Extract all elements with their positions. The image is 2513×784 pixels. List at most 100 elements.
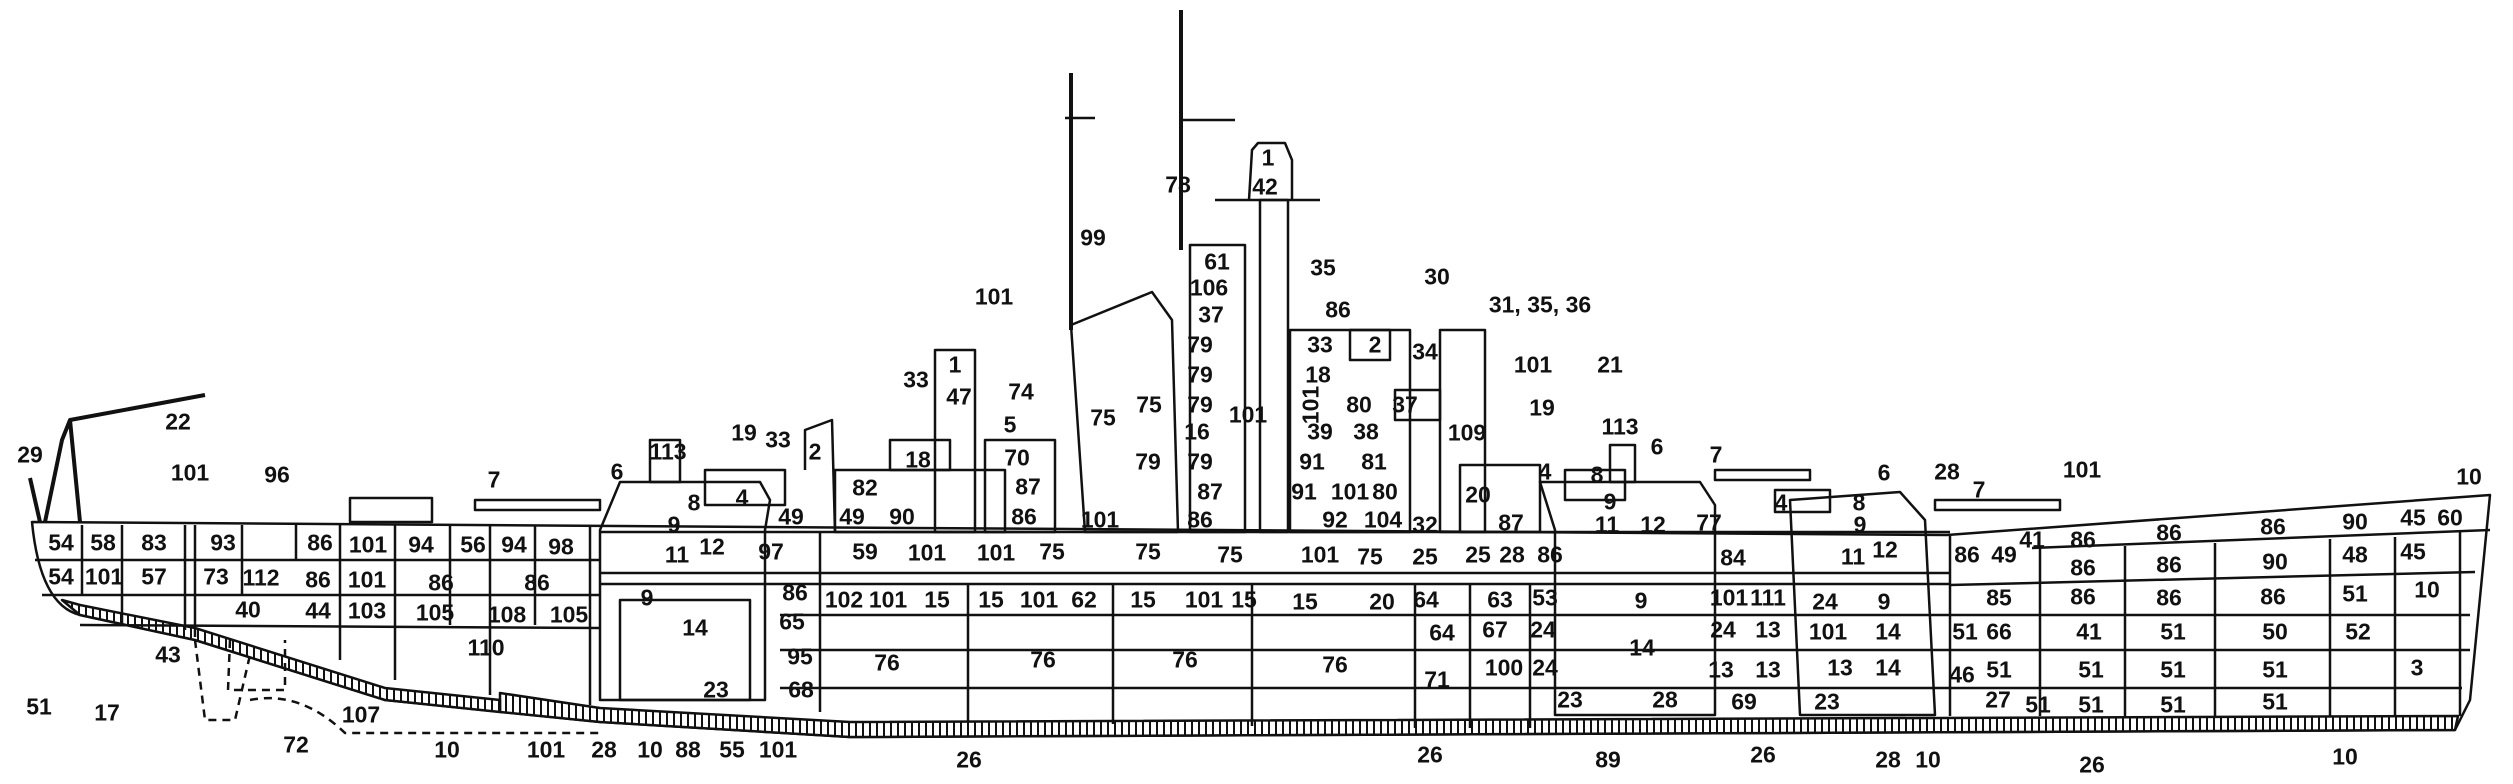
callout-label: 20 [1369, 588, 1395, 615]
callout-label: 99 [1080, 224, 1106, 251]
callout-label: 102 [824, 586, 864, 613]
callout-label: 13 [1708, 656, 1734, 683]
callout-label: 76 [1172, 646, 1198, 673]
gun-barrel [1713, 468, 1812, 482]
callout-label: 51 [2078, 656, 2104, 683]
callout-label: 89 [1595, 746, 1621, 773]
callout-label: 79 [1187, 361, 1213, 388]
callout-label: 83 [141, 529, 167, 556]
callout-label: 112 [242, 564, 280, 591]
callout-label: 41 [2076, 618, 2102, 645]
callout-label: 6 [1650, 433, 1664, 460]
callout-label: 78 [1165, 171, 1191, 198]
callout-label: 74 [1008, 378, 1034, 405]
callout-label: 101 [758, 736, 798, 763]
callout-label: 86 [2260, 583, 2286, 610]
callout-label: 49 [778, 503, 804, 530]
callout-label: 87 [1015, 473, 1041, 500]
callout-label: 85 [1986, 584, 2012, 611]
callout-label: 101 [1709, 584, 1749, 611]
callout-label: 24 [1710, 616, 1736, 643]
callout-label: 7 [1709, 441, 1723, 468]
callout-label: 90 [2262, 548, 2288, 575]
callout-label: 51 [2025, 691, 2051, 718]
callout-label: 24 [1812, 588, 1838, 615]
callout-label: 15 [1130, 586, 1156, 613]
callout-label: 79 [1187, 391, 1213, 418]
callout-label: 33 [1307, 331, 1333, 358]
callout-label: 68 [788, 676, 814, 703]
callout-label: 30 [1424, 263, 1450, 290]
callout-label: 29 [17, 441, 43, 468]
callout-label: 9 [1853, 511, 1867, 538]
callout-label: 24 [1532, 654, 1558, 681]
callout-label: 51 [2160, 691, 2186, 718]
callout-label: 86 [2070, 583, 2096, 610]
callout-label: 86 [428, 569, 454, 596]
callout-label: 101 [1019, 586, 1059, 613]
callout-label: 76 [1030, 646, 1056, 673]
callout-label: 101 [974, 283, 1014, 310]
stern-bottom-hatch [60, 598, 502, 714]
callout-label: 80 [1346, 391, 1372, 418]
callout-label: 86 [1537, 541, 1563, 568]
callout-label: 50 [2262, 618, 2288, 645]
callout-label: 86 [2070, 526, 2096, 553]
callout-label: 71 [1424, 666, 1450, 693]
callout-label: 1 [948, 351, 962, 378]
callout-label: 33 [765, 426, 791, 453]
hull-outline [30, 493, 2492, 739]
callout-label: 86 [2070, 554, 2096, 581]
callout-label: 75 [1136, 391, 1162, 418]
callout-label: 51 [2160, 618, 2186, 645]
callout-label: 10 [637, 736, 663, 763]
turret-c [1788, 490, 1937, 717]
callout-label: 47 [946, 383, 972, 410]
callout-label: 43 [155, 641, 181, 668]
callout-label: 40 [235, 596, 261, 623]
callout-label: 76 [1322, 651, 1348, 678]
callout-label: 13 [1755, 656, 1781, 683]
callout-label: 11 [664, 541, 690, 568]
callout-label: 17 [94, 699, 120, 726]
callout-label: 26 [2079, 751, 2105, 778]
callout-label: 57 [141, 563, 167, 590]
callout-label: 91 [1291, 478, 1317, 505]
callout-label: 14 [682, 614, 708, 641]
callout-label: 66 [1986, 618, 2012, 645]
callout-label: 101 [526, 736, 566, 763]
callout-label: 94 [408, 531, 434, 558]
callout-label: 86 [2156, 519, 2182, 546]
callout-label: 101 [170, 459, 210, 486]
callout-label: 9 [667, 511, 681, 538]
callout-label: 64 [1413, 586, 1439, 613]
callout-label: 35 [1310, 254, 1336, 281]
callout-label: 93 [210, 529, 236, 556]
callout-label: 15 [1292, 588, 1318, 615]
callout-label: 113 [649, 438, 687, 465]
callout-label: 9 [1877, 588, 1891, 615]
callout-label: 23 [1814, 688, 1840, 715]
callout-label: 37 [1392, 391, 1418, 418]
callout-label: 31, 35, 36 [1488, 291, 1592, 318]
callout-label: 79 [1187, 331, 1213, 358]
callout-label: 6 [1877, 459, 1891, 486]
callout-label: 2 [808, 438, 822, 465]
funnel [1069, 290, 1180, 534]
callout-label: 52 [2345, 618, 2371, 645]
turret-a [598, 480, 772, 702]
callout-label: 19 [1529, 394, 1555, 421]
callout-label: 4 [735, 484, 749, 511]
callout-label: 75 [1217, 541, 1243, 568]
crane [28, 393, 206, 523]
callout-label: 26 [1750, 741, 1776, 768]
callout-label: 2 [1368, 331, 1382, 358]
callout-label: 28 [1499, 541, 1525, 568]
callout-label: 108 [487, 601, 527, 628]
callout-label: 103 [347, 597, 387, 624]
callout-label: 41 [2019, 526, 2045, 553]
callout-label: 101 [1513, 351, 1553, 378]
callout-label: 28 [1875, 746, 1901, 773]
